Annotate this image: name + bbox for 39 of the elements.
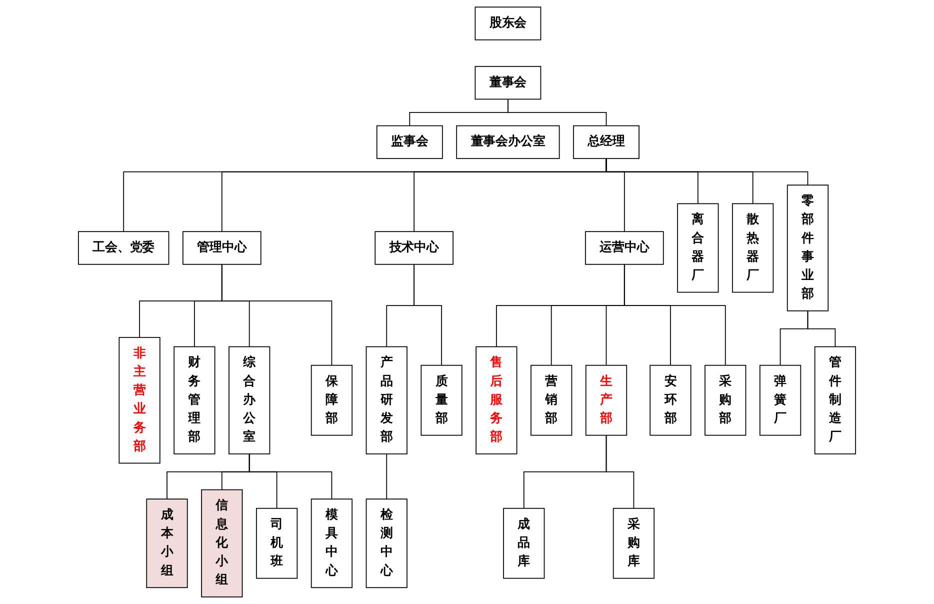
node-box: 股东会: [474, 6, 542, 40]
node-box: 离合器厂: [677, 203, 719, 293]
node-box: 司机班: [256, 508, 298, 579]
connector: [624, 264, 726, 366]
node-box: 技术中心: [374, 231, 454, 265]
node-box: 零部件事业部: [786, 184, 829, 312]
connector: [807, 310, 836, 348]
node-box: 成本小组: [146, 498, 188, 588]
connector: [248, 453, 332, 500]
node-box: 营销部: [530, 364, 572, 436]
node-box: 生产部: [585, 364, 628, 436]
node-box: 综合办公室: [228, 346, 270, 454]
node-box: 财务管理部: [174, 346, 216, 454]
node-box: 运营中心: [585, 231, 664, 265]
node-box: 董事会办公室: [456, 125, 560, 159]
node-box: 管件制造厂: [814, 346, 856, 454]
node-box: 管理中心: [182, 231, 262, 265]
node-box: 保障部: [310, 364, 353, 436]
connector: [221, 264, 332, 366]
node-box: 监事会: [376, 125, 443, 159]
connector: [606, 434, 634, 509]
connector: [386, 453, 388, 500]
node-box: 采购部: [704, 364, 746, 436]
node-box: 采购库: [612, 508, 655, 579]
node-box: 工会、党委: [78, 231, 170, 265]
node-box: 董事会: [474, 66, 542, 100]
connector: [414, 264, 442, 366]
connector: [508, 98, 607, 126]
node-box: 散热器厂: [732, 203, 774, 293]
node-box: 总经理: [573, 125, 640, 159]
node-box: 弹簧厂: [759, 364, 802, 436]
node-box: 成品库: [503, 508, 545, 579]
node-box: 安环部: [650, 364, 692, 436]
node-box: 质量部: [420, 364, 462, 436]
node-box: 产品研发部: [366, 346, 408, 454]
node-box: 非主营业务部: [118, 336, 160, 464]
node-box: 售后服务部: [476, 346, 518, 454]
node-box: 信息化小组: [201, 489, 243, 598]
connector: [606, 158, 808, 186]
